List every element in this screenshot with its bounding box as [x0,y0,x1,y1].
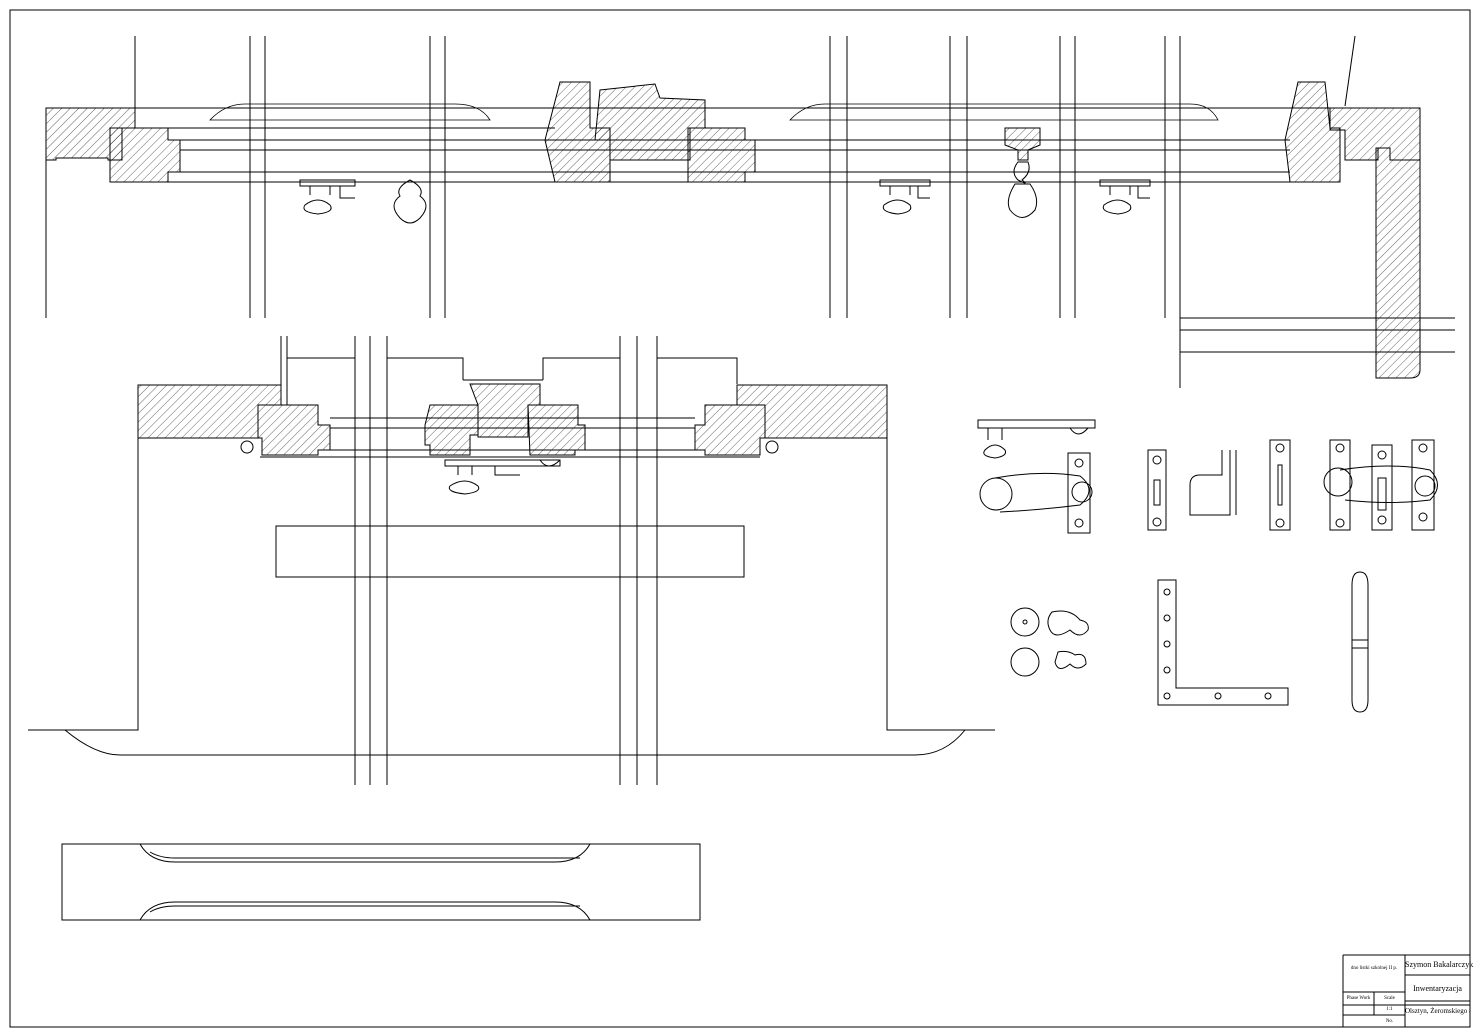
title-block-scale-label: Scale [1384,996,1395,1001]
title-block-author: Szymon Bakalarczyk [1405,960,1474,969]
title-block-location: Olsztyn, Żeromskiego 8 [1405,1007,1470,1015]
hardware-details [977,419,1438,713]
top-window-section [45,35,1455,388]
title-block-project: Inwentaryzacja [1413,984,1462,993]
sheet-border [9,9,1471,1028]
title-block-scale-value: 1:1 [1386,1007,1393,1012]
middle-window-section [28,336,995,785]
title-block-frame [1342,954,1470,1027]
bottom-rail-profile [61,843,701,921]
title-block-phase-label: Phase Work [1346,996,1371,1001]
title-block-description: dno listki szkolnej II p. [1350,966,1398,971]
title-block-number-label: No. [1385,1019,1394,1024]
